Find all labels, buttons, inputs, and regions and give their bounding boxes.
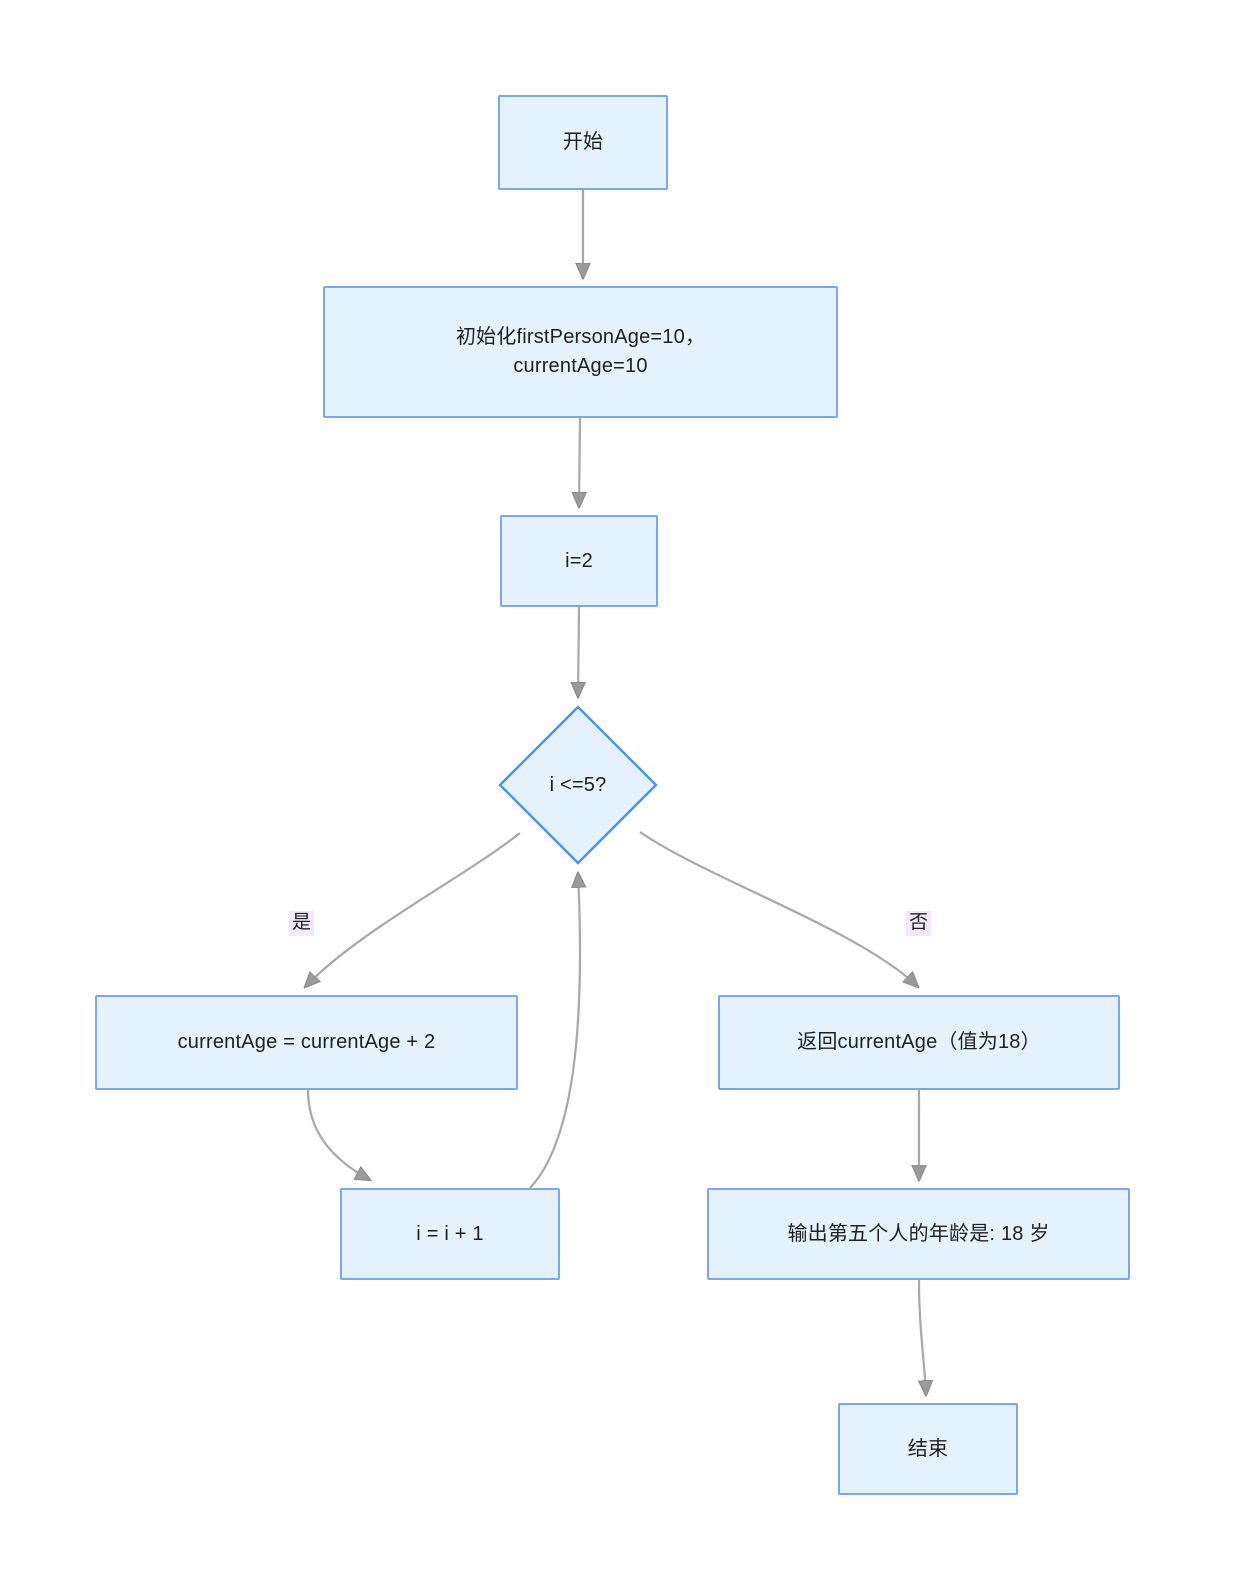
edge-label-no: 否 xyxy=(906,911,932,936)
node-increment-label: i = i + 1 xyxy=(416,1222,484,1245)
node-start[interactable]: 开始 xyxy=(498,95,668,190)
node-return-age[interactable]: 返回currentAge（值为18） xyxy=(718,995,1120,1090)
node-output-label: 输出第五个人的年龄是: 18 岁 xyxy=(787,1222,1050,1245)
edge-condition-to-returnage xyxy=(639,831,918,987)
edge-increment-to-condition xyxy=(529,873,580,1189)
node-add-age[interactable]: currentAge = currentAge + 2 xyxy=(95,995,518,1090)
node-set-i[interactable]: i=2 xyxy=(500,515,658,607)
node-end-label: 结束 xyxy=(907,1437,949,1460)
node-init[interactable]: 初始化firstPersonAge=10， currentAge=10 xyxy=(323,286,838,418)
node-condition-label: i <=5? xyxy=(549,773,607,796)
edge-label-yes: 是 xyxy=(289,911,315,936)
edge-addage-to-increment xyxy=(306,1089,370,1180)
edge-label-yes-text: 是 xyxy=(292,912,312,933)
node-condition[interactable]: i <=5? xyxy=(498,705,658,865)
edge-seti-to-condition xyxy=(578,606,579,697)
node-end[interactable]: 结束 xyxy=(838,1403,1018,1495)
edge-condition-to-addage xyxy=(305,832,521,987)
node-set-i-label: i=2 xyxy=(565,549,593,572)
node-increment[interactable]: i = i + 1 xyxy=(340,1188,560,1280)
node-output[interactable]: 输出第五个人的年龄是: 18 岁 xyxy=(707,1188,1130,1280)
node-init-label: 初始化firstPersonAge=10， currentAge=10 xyxy=(455,326,706,377)
diamond-shape xyxy=(498,705,658,865)
edge-init-to-seti xyxy=(579,417,580,507)
edge-label-no-text: 否 xyxy=(909,912,929,933)
node-add-age-label: currentAge = currentAge + 2 xyxy=(177,1031,436,1053)
node-return-age-label: 返回currentAge（值为18） xyxy=(797,1031,1041,1053)
node-start-label: 开始 xyxy=(562,131,604,153)
edge-output-to-end xyxy=(919,1279,926,1395)
